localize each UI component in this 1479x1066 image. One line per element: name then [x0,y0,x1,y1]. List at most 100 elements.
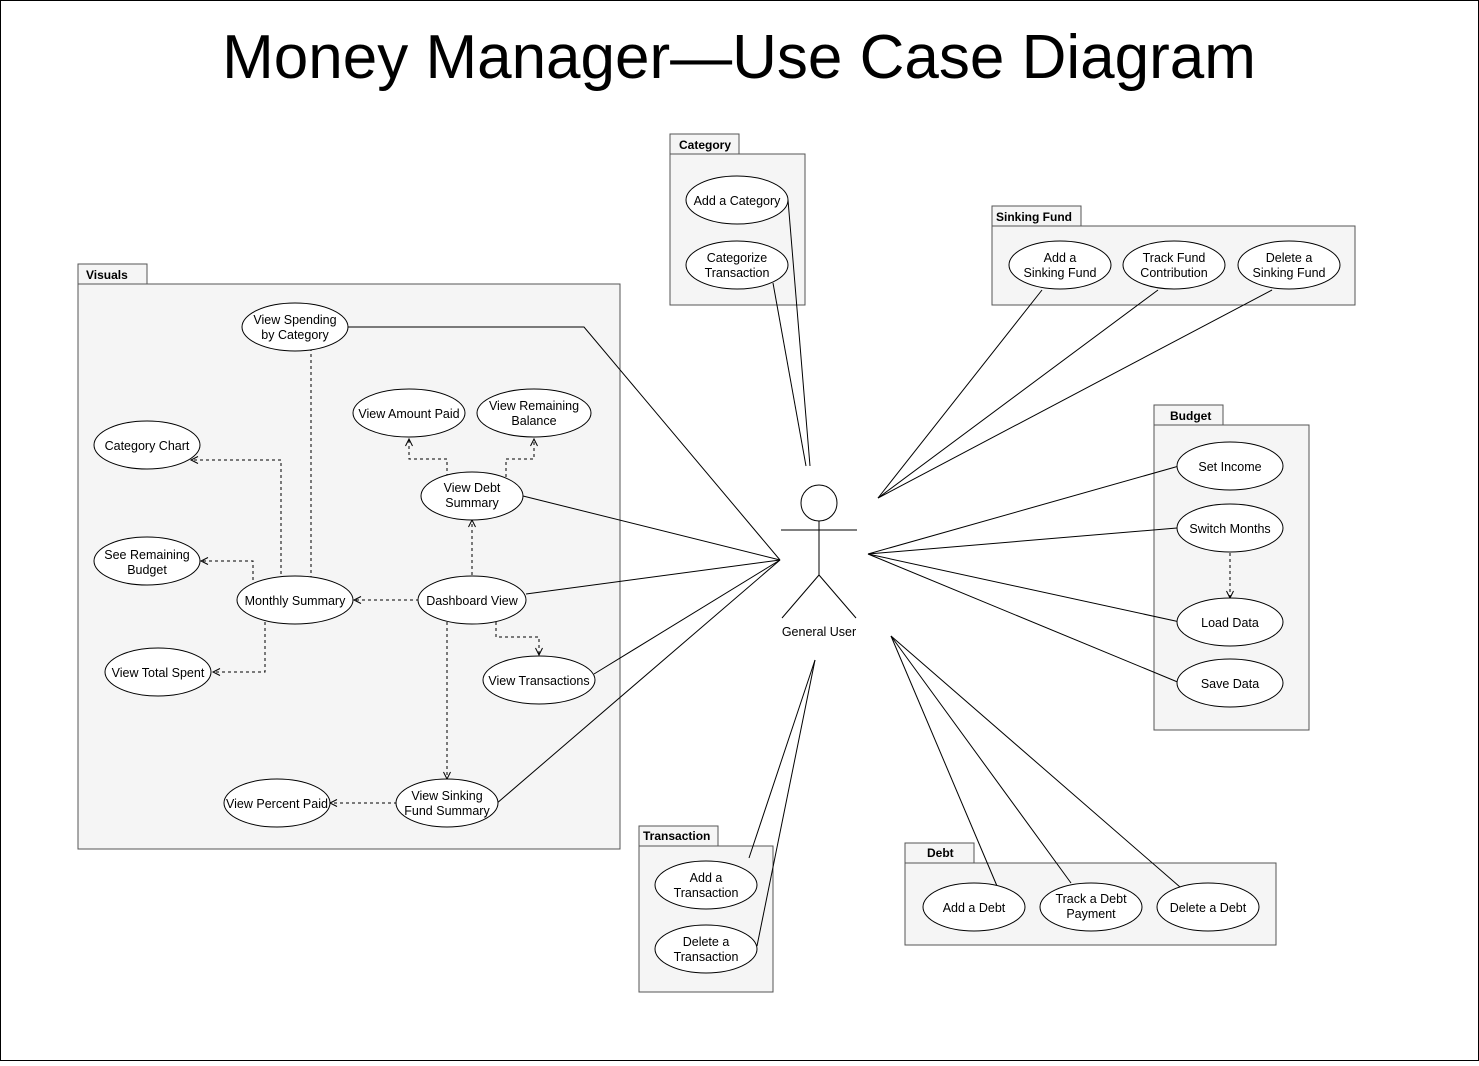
dep-debt-to-amount-paid [405,437,448,477]
use-case-ellipse [685,240,789,290]
use-case-ellipse [476,388,592,438]
use-case-delete-transaction[interactable]: Delete a Transaction [654,924,758,974]
use-case-label: View Percent Paid [226,797,328,811]
use-case-ellipse [352,388,466,438]
actor-general-user [781,484,857,619]
use-case-label-line1: Add a [690,871,723,885]
use-case-label: Delete a Debt [1170,901,1247,915]
use-case-ellipse [1122,240,1226,290]
use-case-track-debt-payment[interactable]: Track a Debt Payment [1039,882,1143,932]
package-debt-label: Debt [927,846,954,860]
assoc-delete-debt [890,635,1181,888]
use-case-add-category[interactable]: Add a Category [685,175,789,225]
use-case-ellipse [93,420,201,470]
use-case-label-line2: Transaction [674,950,739,964]
assoc-add-transaction [748,659,816,859]
use-case-label-line2: Balance [511,414,556,428]
use-case-ellipse [654,860,758,910]
dep-monthly-to-category-chart [189,456,282,580]
use-case-ellipse [93,536,201,586]
use-case-ellipse [104,647,212,697]
use-case-view-percent-paid[interactable]: View Percent Paid [223,778,331,828]
use-case-add-transaction[interactable]: Add a Transaction [654,860,758,910]
use-case-view-remaining-balance[interactable]: View Remaining Balance [476,388,592,438]
use-case-view-sinking-fund-summary[interactable]: View Sinking Fund Summary [395,778,499,828]
use-case-label-line2: Budget [127,563,167,577]
use-case-label: Switch Months [1189,522,1270,536]
assoc-categorize-transaction [772,282,807,467]
use-case-ellipse [922,882,1026,932]
use-case-label-line1: View Sinking [411,789,482,803]
assoc-add-category [787,199,811,467]
use-case-view-amount-paid[interactable]: View Amount Paid [352,388,466,438]
use-case-ellipse [1039,882,1143,932]
use-case-label: Monthly Summary [245,594,346,608]
use-case-label-line2: by Category [261,328,329,342]
use-case-monthly-summary[interactable]: Monthly Summary [236,575,354,625]
associations [348,199,1273,947]
package-visuals-label: Visuals [86,268,128,282]
use-case-label-line2: Payment [1066,907,1116,921]
use-case-switch-months[interactable]: Switch Months [1176,503,1284,553]
use-case-label-line1: View Remaining [489,399,579,413]
use-case-categorize-transaction[interactable]: Categorize Transaction [685,240,789,290]
package-transaction-label: Transaction [643,829,710,843]
use-case-ellipse [1176,597,1284,647]
use-case-label: Add a Debt [943,901,1006,915]
actor-left-leg [781,574,820,619]
use-case-label: Dashboard View [426,594,518,608]
actor-head [800,484,838,522]
dep-monthly-to-remaining-budget [199,557,254,580]
use-case-label-line1: Delete a [1266,251,1313,265]
use-case-save-data[interactable]: Save Data [1176,658,1284,708]
use-case-label: Category Chart [105,439,190,453]
use-case-label: Save Data [1201,677,1259,691]
use-case-dashboard-view[interactable]: Dashboard View [417,575,527,625]
use-case-view-total-spent[interactable]: View Total Spent [104,647,212,697]
use-case-ellipse [1176,658,1284,708]
use-case-label-line1: Categorize [707,251,767,265]
use-case-add-debt[interactable]: Add a Debt [922,882,1026,932]
use-case-set-income[interactable]: Set Income [1176,441,1284,491]
use-case-label: Load Data [1201,616,1259,630]
use-case-label-line1: View Debt [444,481,501,495]
use-case-ellipse [241,302,349,352]
assoc-view-sinking-fund-summary [495,559,781,805]
assoc-view-debt-summary [522,495,781,561]
use-case-label-line1: View Spending [253,313,336,327]
use-case-see-remaining-budget[interactable]: See Remaining Budget [93,536,201,586]
use-case-delete-sinking-fund[interactable]: Delete a Sinking Fund [1237,240,1341,290]
use-case-label-line2: Sinking Fund [1253,266,1326,280]
use-case-view-debt-summary[interactable]: View Debt Summary [420,471,524,521]
use-case-ellipse [420,471,524,521]
use-case-label-line1: Track a Debt [1055,892,1127,906]
use-case-label-line2: Transaction [674,886,739,900]
dep-dashboard-to-transactions [495,622,543,657]
use-case-view-spending-by-category[interactable]: View Spending by Category [241,302,349,352]
assoc-track-fund-contribution [877,289,1159,499]
assoc-load-data [867,553,1181,623]
use-case-load-data[interactable]: Load Data [1176,597,1284,647]
use-case-label-line2: Transaction [705,266,770,280]
assoc-delete-sinking-fund [877,289,1273,499]
package-category-label: Category [679,138,731,152]
package-sinking-fund-label: Sinking Fund [996,210,1072,224]
use-case-ellipse [223,778,331,828]
use-case-add-sinking-fund[interactable]: Add a Sinking Fund [1008,240,1112,290]
use-case-track-fund-contribution[interactable]: Track Fund Contribution [1122,240,1226,290]
dep-monthly-to-total-spent [211,622,266,676]
use-case-delete-debt[interactable]: Delete a Debt [1156,882,1260,932]
use-case-ellipse [236,575,354,625]
assoc-view-transactions [593,559,781,675]
assoc-track-debt-payment [890,635,1072,884]
actor-label: General User [782,625,856,639]
use-case-ellipse [1008,240,1112,290]
assoc-delete-transaction [756,659,816,947]
use-case-category-chart[interactable]: Category Chart [93,420,201,470]
diagram-title: Money Manager—Use Case Diagram [222,23,1256,92]
assoc-add-sinking-fund [877,289,1043,499]
use-case-label-line2: Sinking Fund [1024,266,1097,280]
use-case-ellipse [654,924,758,974]
use-case-view-transactions[interactable]: View Transactions [482,655,596,705]
assoc-switch-months [867,527,1178,555]
